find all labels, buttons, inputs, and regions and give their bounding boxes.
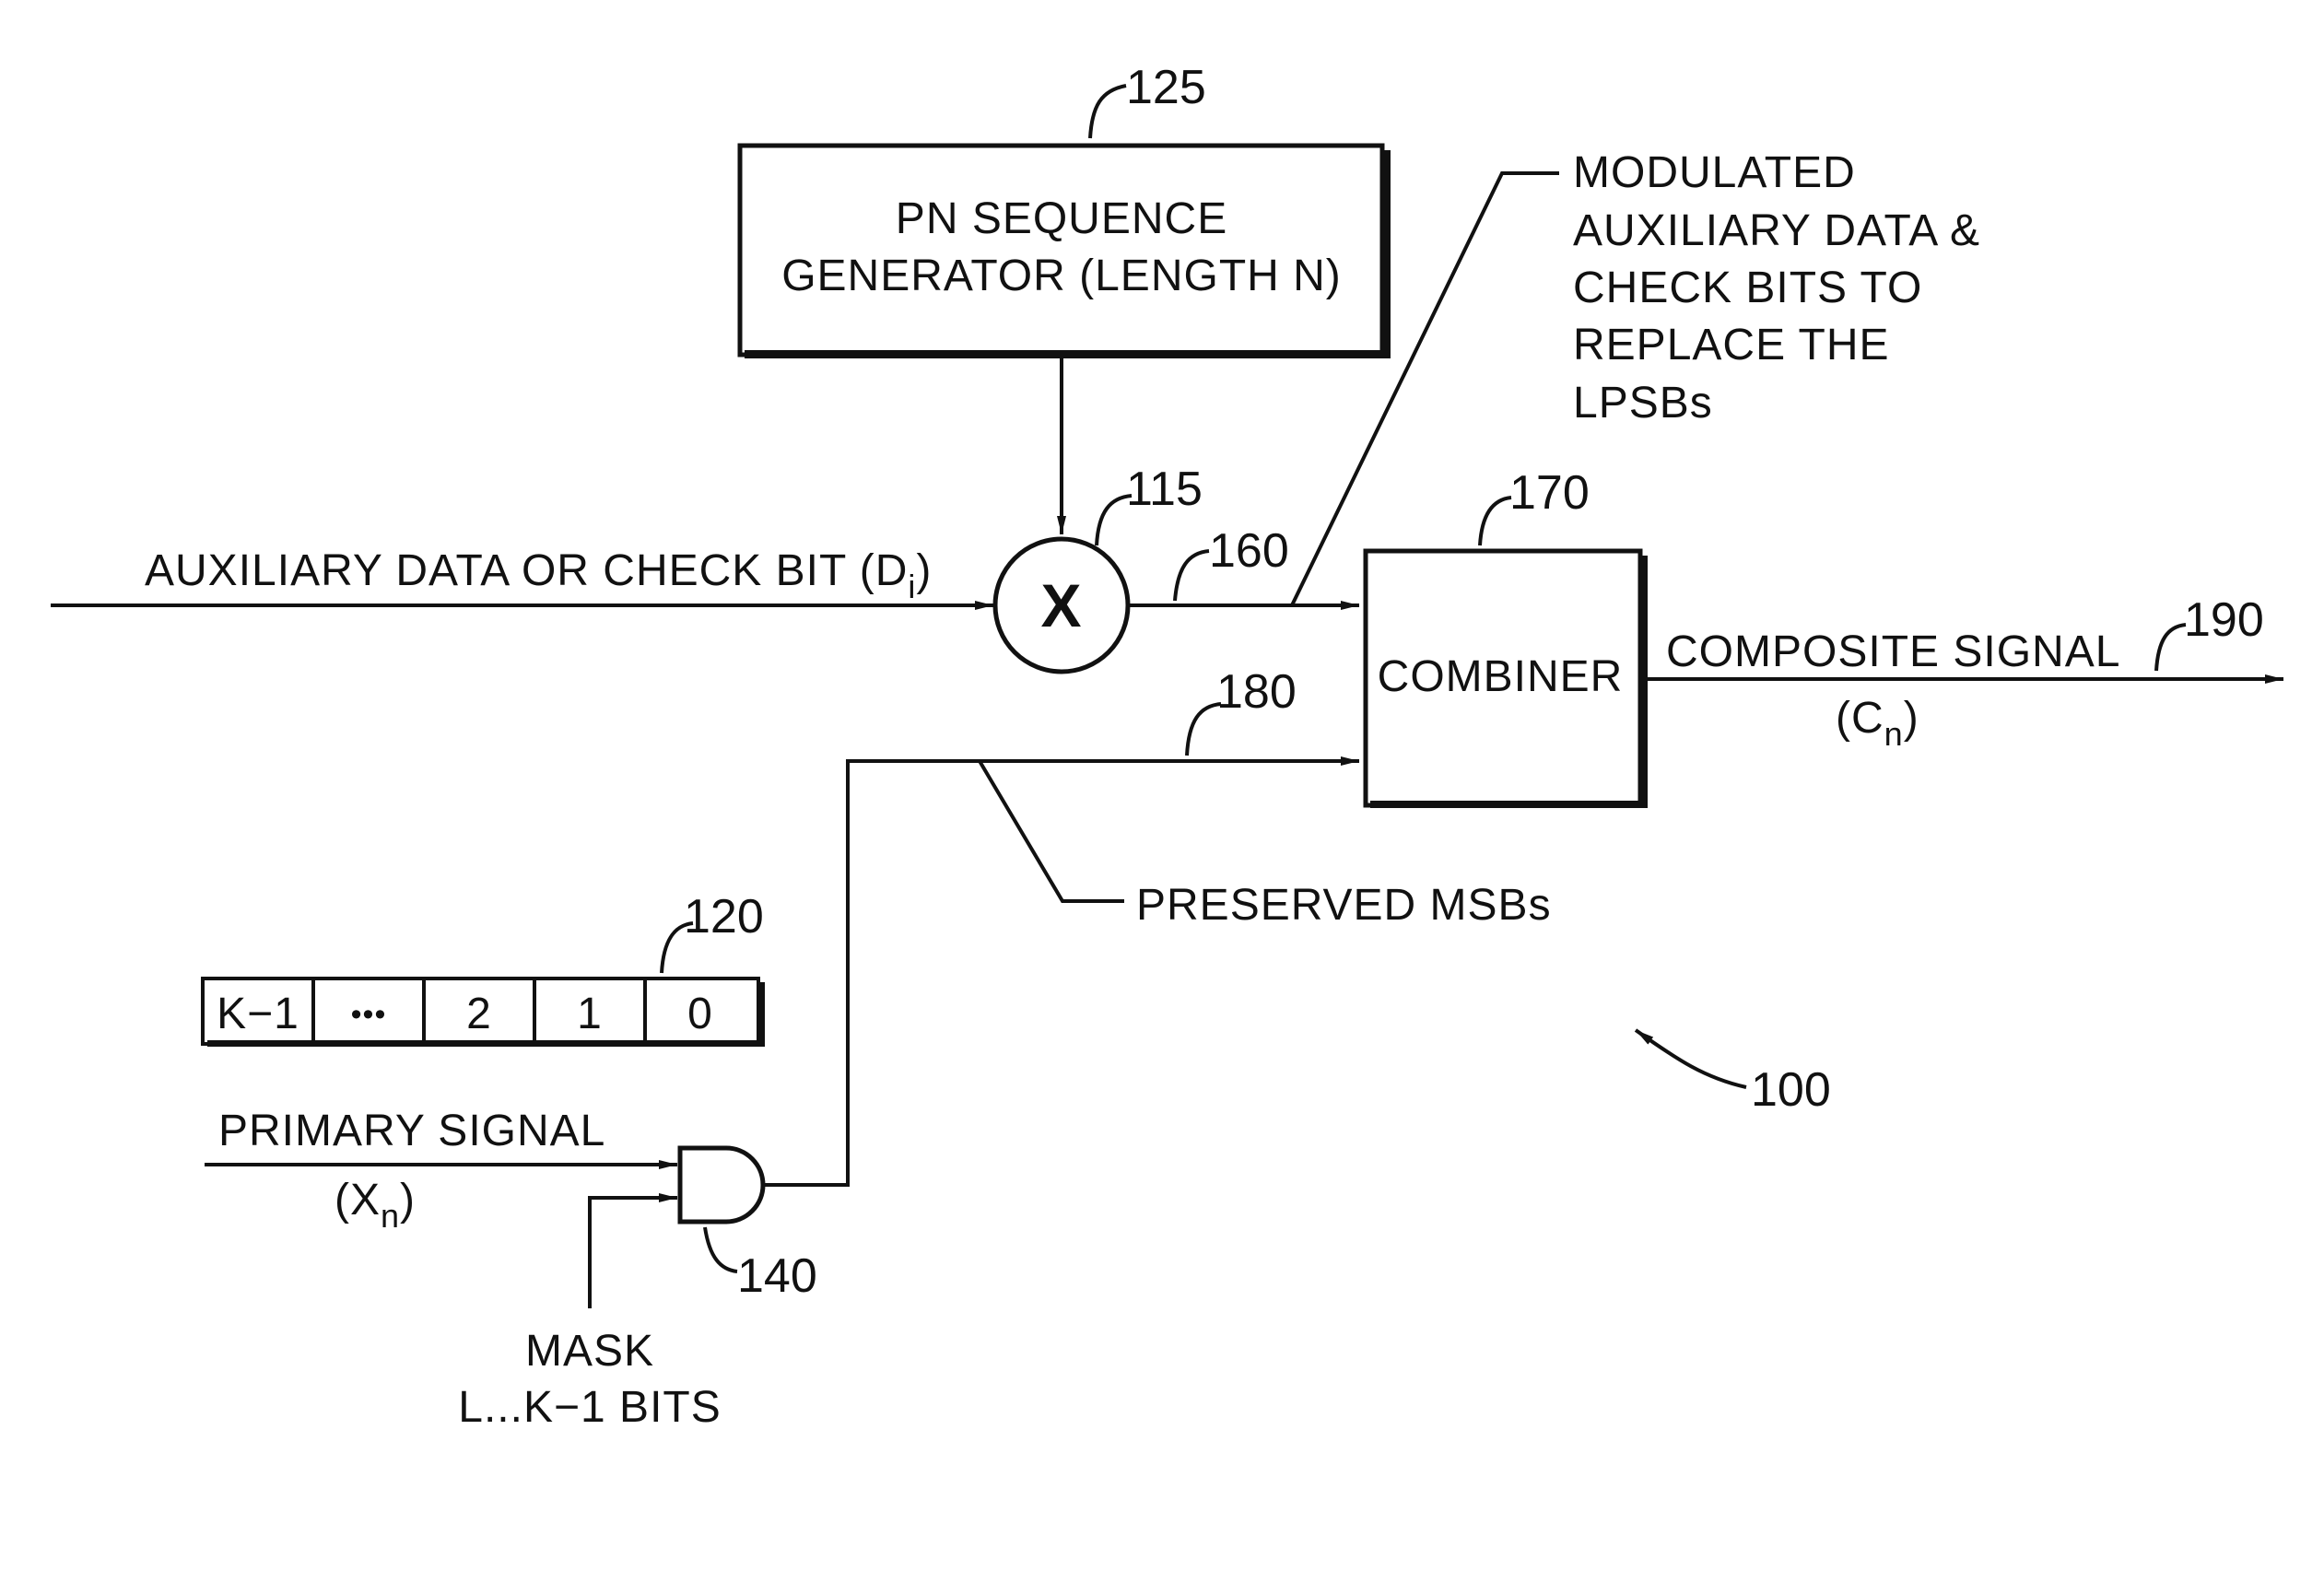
pn-generator-ref: 125 bbox=[1126, 61, 1206, 114]
modulated-line-ref: 160 bbox=[1209, 524, 1289, 578]
composite-signal-label: COMPOSITE SIGNAL bbox=[1666, 627, 2120, 676]
multiplier-symbol: X bbox=[1040, 571, 1082, 639]
register-cell: 1 bbox=[577, 990, 603, 1038]
pn-ref-leader bbox=[1090, 86, 1126, 138]
register-cell: 2 bbox=[466, 990, 492, 1038]
figure-ref: 100 bbox=[1751, 1063, 1831, 1117]
preserved-note-leader bbox=[980, 761, 1124, 901]
combiner-ref-leader bbox=[1480, 498, 1511, 545]
composite-ref-leader bbox=[2156, 625, 2186, 671]
mask-label-line1: MASK bbox=[525, 1327, 654, 1376]
pn-generator-block: PN SEQUENCE GENERATOR (LENGTH N) bbox=[740, 146, 1391, 358]
register-ref: 120 bbox=[684, 890, 764, 943]
modulated-note-line: REPLACE THE bbox=[1573, 321, 1890, 369]
modulated-note: MODULATED AUXILIARY DATA & CHECK BITS TO… bbox=[1573, 148, 1980, 428]
combiner-label: COMBINER bbox=[1378, 652, 1624, 701]
and-gate-ref: 140 bbox=[737, 1249, 817, 1303]
preserved-msbs-label: PRESERVED MSBs bbox=[1136, 881, 1552, 930]
aux-input-label: AUXILIARY DATA OR CHECK BIT (Di) bbox=[145, 546, 932, 605]
pn-generator-label-line1: PN SEQUENCE bbox=[896, 194, 1227, 243]
multiplier-node: X bbox=[995, 539, 1128, 672]
register-cell: K−1 bbox=[217, 990, 299, 1038]
mask-label-line2: L...K−1 BITS bbox=[458, 1383, 721, 1432]
and-gate bbox=[680, 1148, 763, 1222]
composite-output-ref: 190 bbox=[2184, 593, 2264, 647]
modulated-line-ref-leader bbox=[1175, 551, 1209, 601]
composite-signal-symbol: (Cn) bbox=[1836, 694, 1919, 753]
mask-input-arrow bbox=[590, 1198, 677, 1308]
figure-ref-arrow bbox=[1636, 1030, 1746, 1087]
bit-register: K−1 ••• 2 1 0 bbox=[203, 978, 765, 1047]
multiplier-ref: 115 bbox=[1126, 463, 1203, 516]
msb-line-ref: 180 bbox=[1216, 665, 1297, 719]
modulated-note-line: CHECK BITS TO bbox=[1573, 264, 1922, 312]
modulated-note-line: MODULATED bbox=[1573, 148, 1856, 197]
register-cell: ••• bbox=[351, 997, 387, 1032]
modulated-note-line: AUXILIARY DATA & bbox=[1573, 206, 1980, 255]
msb-path bbox=[765, 761, 1359, 1185]
register-cell: 0 bbox=[687, 990, 713, 1038]
modulated-note-line: LPSBs bbox=[1573, 379, 1713, 428]
combiner-ref: 170 bbox=[1509, 466, 1590, 520]
primary-signal-symbol: (Xn) bbox=[335, 1176, 416, 1235]
pn-generator-label-line2: GENERATOR (LENGTH N) bbox=[781, 252, 1342, 300]
and-gate-ref-leader bbox=[705, 1227, 737, 1271]
combiner-block: COMBINER bbox=[1366, 551, 1648, 808]
primary-signal-label: PRIMARY SIGNAL bbox=[218, 1107, 605, 1155]
